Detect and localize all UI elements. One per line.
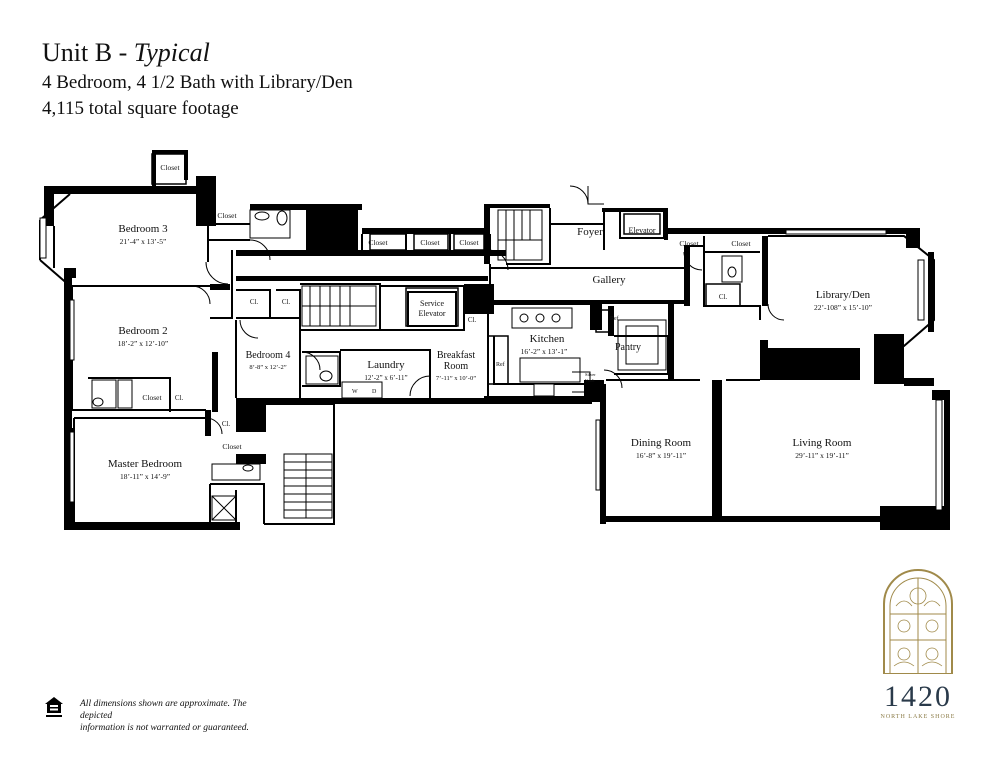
dining-room-label: Dining Room xyxy=(631,437,692,449)
master-bedroom-label: Master Bedroom xyxy=(108,458,183,470)
closet-label-5: Closet xyxy=(731,239,751,248)
bedroom4-dims: 8’-8” x 12’-2” xyxy=(249,364,286,371)
plan-title: Unit B - Typical xyxy=(42,38,210,68)
logo-number: 1420 xyxy=(884,680,952,713)
plan-subtitle-rooms: 4 Bedroom, 4 1/2 Bath with Library/Den xyxy=(42,72,353,93)
small-rooms xyxy=(151,153,741,385)
bedroom3-label: Bedroom 3 xyxy=(118,223,168,235)
title-italic: Typical xyxy=(133,38,210,67)
bedroom2-label: Bedroom 2 xyxy=(118,325,167,337)
disclaimer-line-1: All dimensions shown are approximate. Th… xyxy=(80,699,247,721)
windows xyxy=(39,217,943,511)
equal-housing-icon xyxy=(45,697,63,717)
logo-subtitle: NORTH LAKE SHORE xyxy=(880,714,956,720)
breakfast-room-label-2: Room xyxy=(444,361,469,372)
silver-vault-label-1: Silver xyxy=(585,372,596,377)
disclaimer: All dimensions shown are approximate. Th… xyxy=(80,698,280,734)
closet-label-4: Closet xyxy=(679,239,699,248)
cl-label-4: Cl. xyxy=(222,420,231,428)
silver-vault-label-2: Vault xyxy=(585,378,595,383)
elevator-label: Elevator xyxy=(628,226,655,235)
laundry-label: Laundry xyxy=(367,359,405,371)
laundry-dims: 12’-2” x 6’-11” xyxy=(364,374,407,382)
dining-room-dims: 16’-8” x 19’-11” xyxy=(636,451,686,460)
cl-label-1: Cl. xyxy=(250,298,259,306)
plan-subtitle-area: 4,115 total square footage xyxy=(42,98,239,119)
title-main: Unit B - xyxy=(42,38,134,67)
closet-label-1: Closet xyxy=(368,238,388,247)
closet-label-2: Closet xyxy=(420,238,440,247)
pantry-label: Pantry xyxy=(615,342,641,353)
living-room-label: Living Room xyxy=(793,437,852,449)
gallery-label: Gallery xyxy=(593,274,626,286)
closet-label-bed2: Closet xyxy=(142,393,162,402)
kitchen-dims: 16’-2” x 13’-1” xyxy=(521,347,568,356)
breakfast-room-dims: 7’-11” x 10’-0” xyxy=(436,375,476,382)
cl-label-6: Cl. xyxy=(719,293,728,301)
living-room-dims: 29’-11” x 19’-11” xyxy=(795,451,849,460)
bedroom2-dims: 18’-2” x 12’-10” xyxy=(118,339,168,348)
door-swings xyxy=(191,185,785,461)
ref-label-kitchen: Ref xyxy=(496,361,505,368)
ref-label-pantry: Ref xyxy=(610,315,619,322)
kitchen-label: Kitchen xyxy=(530,333,565,345)
bedroom3-dims: 21’-4” x 13’-5” xyxy=(120,237,167,246)
closet-labels: Closet Closet Closet Closet Closet Close… xyxy=(142,163,751,451)
disclaimer-line-2: information is not warranted or guarante… xyxy=(80,723,249,733)
dryer-label: D xyxy=(372,389,377,395)
cl-label-5: Cl. xyxy=(468,316,477,324)
library-den-label: Library/Den xyxy=(816,289,871,301)
breakfast-room-label-1: Breakfast xyxy=(437,350,476,361)
building-arch-logo xyxy=(883,569,953,674)
bedroom4-label: Bedroom 4 xyxy=(246,350,291,361)
master-bedroom-dims: 18’-11” x 14’-9” xyxy=(120,472,170,481)
room-labels: Bedroom 3 21’-4” x 13’-5” Bedroom 2 18’-… xyxy=(108,223,872,481)
library-den-dims: 22’-108” x 15’-10” xyxy=(814,303,872,312)
washer-label: W xyxy=(352,389,358,395)
cl-label-3: Cl. xyxy=(175,394,184,402)
closet-label-3: Closet xyxy=(459,238,479,247)
fixtures xyxy=(91,209,743,521)
cl-label-2: Cl. xyxy=(282,298,291,306)
service-elevator-label-2: Elevator xyxy=(418,309,445,318)
stairs xyxy=(283,209,543,519)
walls xyxy=(44,150,950,530)
foyer-label: Foyer xyxy=(577,226,603,238)
closet-label-top: Closet xyxy=(160,163,180,172)
closet-label-master: Closet xyxy=(222,442,242,451)
service-elevator-label-1: Service xyxy=(420,299,444,308)
closet-label-bed3: Closet xyxy=(217,211,237,220)
